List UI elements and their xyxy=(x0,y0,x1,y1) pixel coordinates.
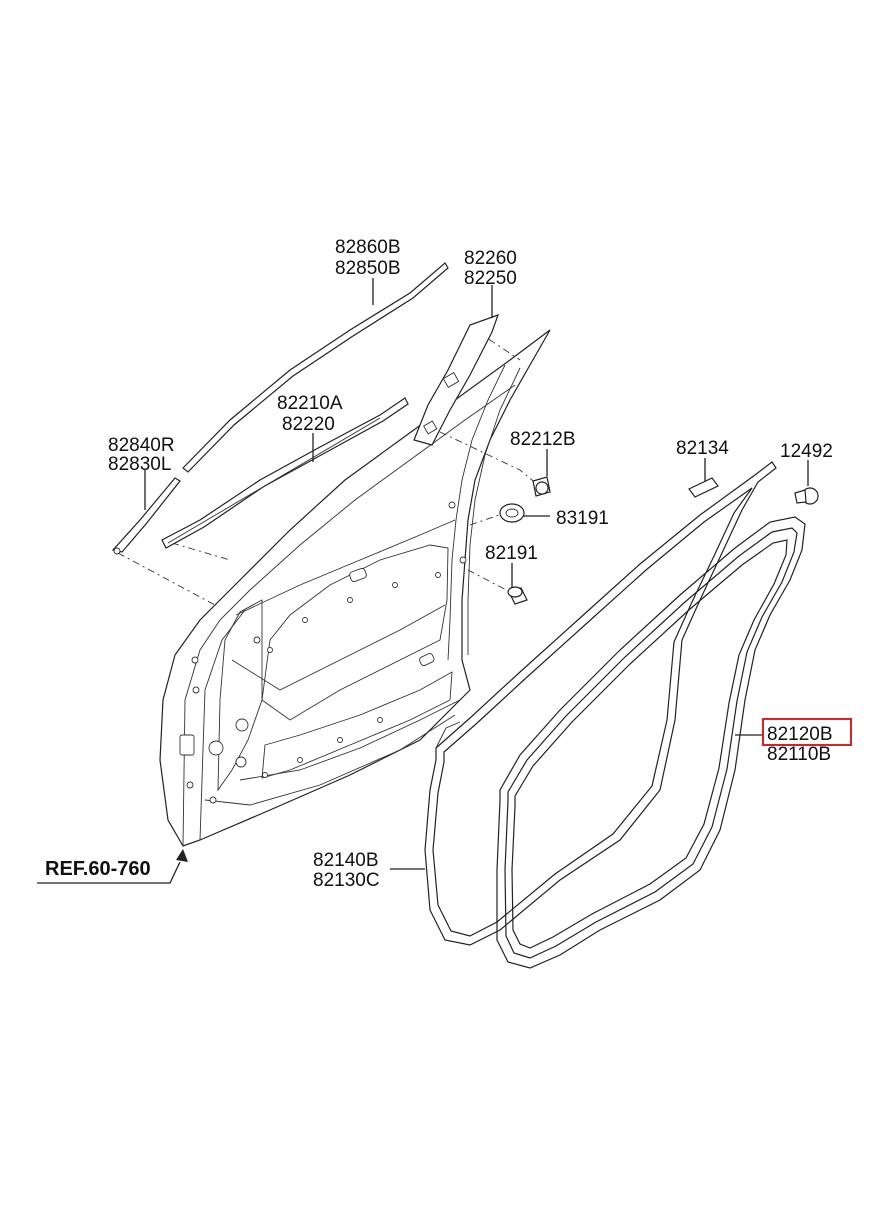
part-label-83191[interactable]: 83191 xyxy=(556,508,609,529)
part-label-82840R[interactable]: 82840R xyxy=(108,435,175,456)
part-label-82260[interactable]: 82260 xyxy=(464,248,517,269)
highlight-box xyxy=(762,718,852,746)
part-label-82130C[interactable]: 82130C xyxy=(313,870,380,891)
part-label-82860B[interactable]: 82860B xyxy=(335,237,401,258)
reference-label[interactable]: REF.60-760 xyxy=(45,858,151,880)
part-label-82212B[interactable]: 82212B xyxy=(510,429,576,450)
body-side-weatherstrip xyxy=(424,461,777,946)
part-label-82120B[interactable]: 82120B xyxy=(767,724,833,745)
part-label-82140B[interactable]: 82140B xyxy=(313,850,379,871)
door-weatherstrip xyxy=(496,516,806,969)
part-label-82830L[interactable]: 82830L xyxy=(108,454,171,475)
belt-outer-strip xyxy=(182,262,449,473)
part-label-82250[interactable]: 82250 xyxy=(464,268,517,289)
screw-fastener xyxy=(532,476,551,497)
corner-piece xyxy=(111,477,181,553)
door-panel-drawing xyxy=(159,329,551,847)
part-label-12492[interactable]: 12492 xyxy=(780,441,833,462)
part-label-82210A[interactable]: 82210A xyxy=(277,393,343,414)
pin-clip-part xyxy=(794,487,819,505)
part-labels: 82860B 82850B 82260 82250 82210A 82220 8… xyxy=(45,237,852,891)
grommet-part xyxy=(499,503,525,523)
part-label-82191[interactable]: 82191 xyxy=(485,543,538,564)
alignment-lines xyxy=(117,329,539,606)
clip-part xyxy=(688,477,719,498)
part-label-82220[interactable]: 82220 xyxy=(282,414,335,435)
part-label-82110B[interactable]: 82110B xyxy=(767,744,831,765)
part-label-82134[interactable]: 82134 xyxy=(676,438,729,459)
bumper-part xyxy=(507,586,528,605)
part-label-82850B[interactable]: 82850B xyxy=(335,258,401,279)
leader-lines xyxy=(37,278,809,884)
